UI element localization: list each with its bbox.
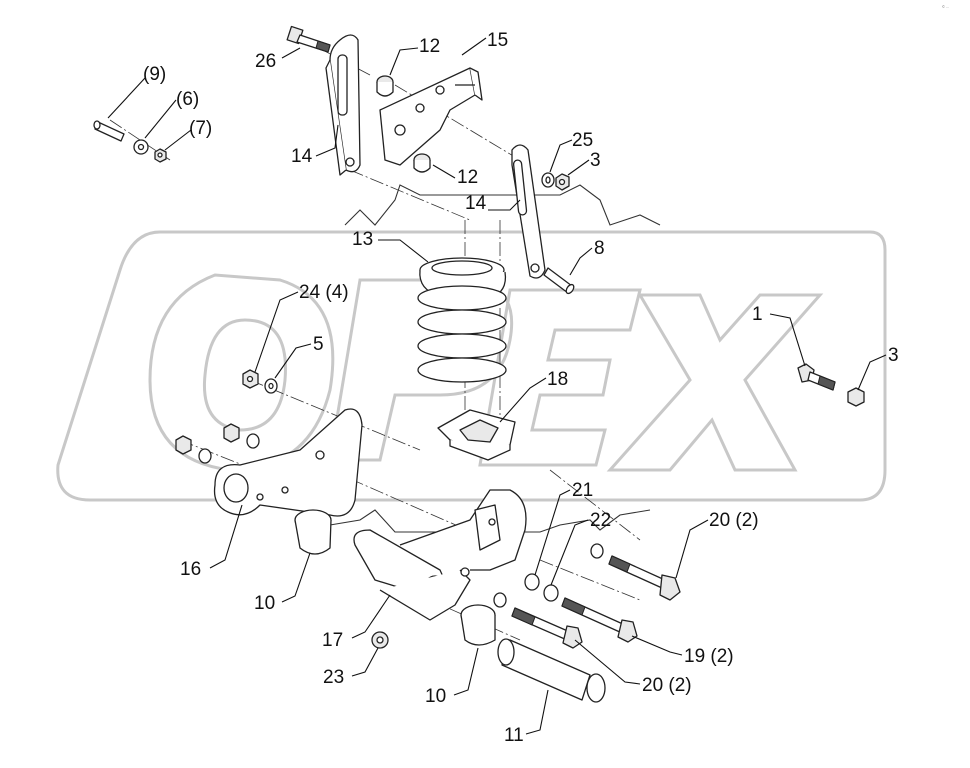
callout-14-upper: 14 [291,146,313,167]
callout-19: 19 (2) [684,646,734,667]
callout-12-lower: 12 [457,167,478,188]
nut-24-upper [242,369,259,389]
callout-5: 5 [313,334,324,355]
pin-8 [543,267,575,295]
bolt-20-lower [511,607,583,649]
callout-3-upper: 3 [590,150,601,171]
break-line [344,184,661,226]
callout-14-lower: 14 [465,193,487,214]
callout-17: 17 [322,630,343,651]
pin-9 [93,120,125,142]
callout-23: 23 [323,667,344,688]
callout-7: (7) [189,118,212,139]
spring-13 [417,257,507,383]
washer-5-middle [246,433,260,449]
washer-20-upper [590,543,604,559]
callout-labels: 26 12 15 (9) (6) (7) 14 25 3 12 14 13 8 … [143,30,899,746]
callout-3-lower: 3 [888,345,899,366]
bolt-26 [286,25,331,53]
callout-20-upper: 20 (2) [709,510,759,531]
arm-17 [353,489,527,621]
nut-7 [154,148,167,163]
callout-10-left: 10 [254,593,275,614]
washer-5-upper [264,378,278,394]
nut-24-middle [223,423,240,443]
callout-22: 22 [590,510,611,531]
nut-3-lower [847,387,865,407]
bushing-12-upper [376,75,394,97]
callout-12-upper: 12 [419,36,440,57]
callout-21: 21 [572,480,593,501]
callout-6: (6) [176,89,199,110]
callout-26: 26 [255,51,276,72]
bushing-10-left [294,509,332,555]
callout-8: 8 [594,238,605,259]
washer-25 [541,172,555,188]
bushing-12-lower [413,153,431,173]
callout-1: 1 [752,304,763,325]
callout-18: 18 [547,369,568,390]
callout-10-right: 10 [425,686,446,707]
callout-leaders [107,37,887,735]
callout-9: (9) [143,64,166,85]
callout-16: 16 [180,559,201,580]
washer-21 [524,573,540,591]
spring-seat-18 [437,409,516,461]
callout-20-lower: 20 (2) [642,675,692,696]
callout-15: 15 [487,30,508,51]
sleeve-11 [497,638,606,703]
bolt-1 [797,363,836,391]
washer-5-left [198,448,212,464]
nut-3-upper [555,173,570,191]
corner-watermark: © ... [942,4,949,9]
washer-lower [493,592,507,608]
callout-11: 11 [504,725,524,746]
callout-24: 24 (4) [299,282,349,303]
bracket-15 [379,67,483,166]
bracket-16 [213,408,363,517]
bushing-10-right [460,604,496,646]
callout-25: 25 [572,130,593,151]
plate-14-upper [325,34,361,176]
plate-14-lower [511,144,546,279]
nut-23 [371,631,389,649]
nut-24-left [175,435,192,455]
callout-13: 13 [352,229,373,250]
washer-22 [543,584,559,602]
bolt-20-upper [608,555,681,601]
washer-6 [133,139,149,155]
